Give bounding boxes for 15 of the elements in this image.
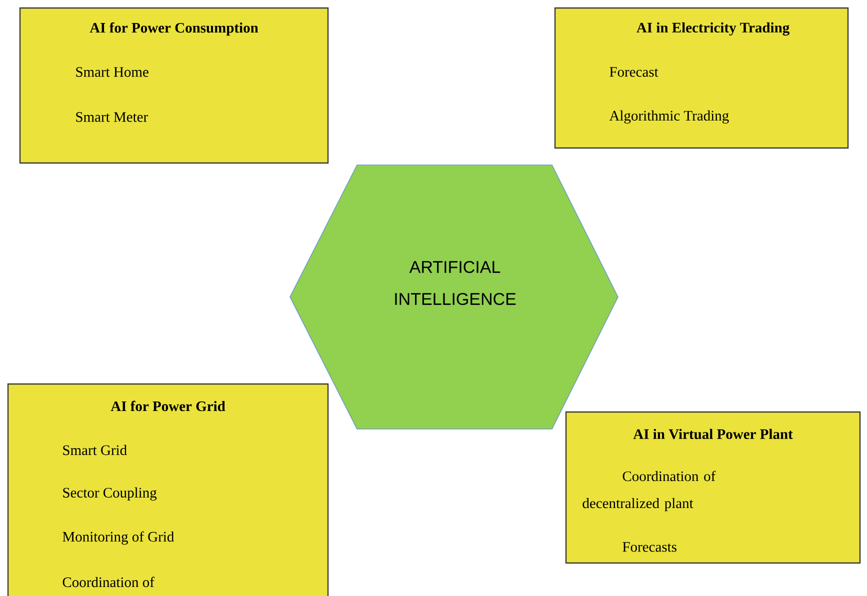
list-item: Forecast: [610, 67, 658, 77]
list-item: Smart Grid: [63, 444, 127, 456]
box-heading: AI in Electricity Trading: [636, 22, 790, 36]
list-item: Smart Home: [76, 67, 148, 77]
hexagon-label: ARTIFICIAL INTELLIGENCE: [395, 260, 516, 305]
list-item: Algorithmic Trading: [609, 110, 729, 124]
list-item: Coordination of decentralized plant: [582, 470, 716, 512]
list-item: Monitoring of Grid: [62, 531, 174, 545]
box-heading: AI in Virtual Power Plant: [633, 428, 793, 440]
list-item: Forecasts: [622, 542, 676, 552]
box-heading: AI for Power Consumption: [90, 22, 258, 36]
list-item: Sector Coupling: [63, 487, 157, 501]
list-item: Smart Meter: [76, 112, 148, 122]
box-heading: AI for Power Grid: [110, 400, 226, 412]
list-item: Coordination of: [62, 576, 154, 588]
